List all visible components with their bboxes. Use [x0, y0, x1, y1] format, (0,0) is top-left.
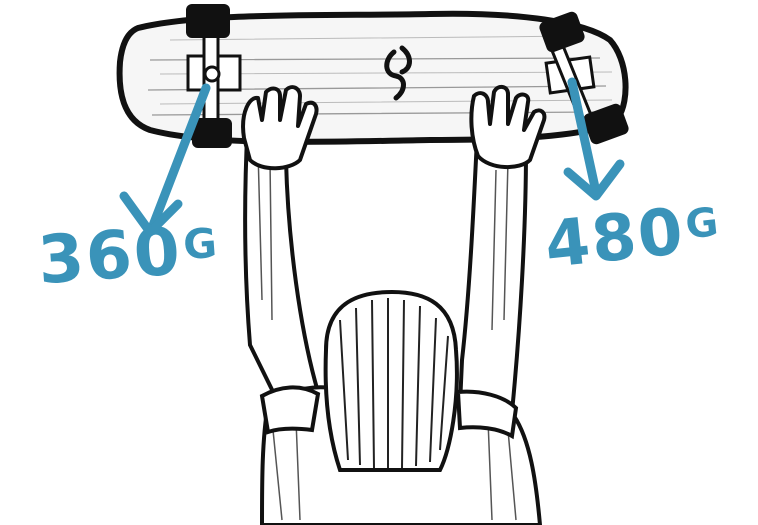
left-weight-value: 360 [36, 212, 185, 299]
right-weight-unit: G [683, 199, 722, 248]
right-weight-value: 480 [542, 195, 689, 283]
left-weight-label: 360G [36, 216, 222, 294]
left-weight-unit: G [182, 218, 221, 268]
person-head [326, 292, 457, 470]
